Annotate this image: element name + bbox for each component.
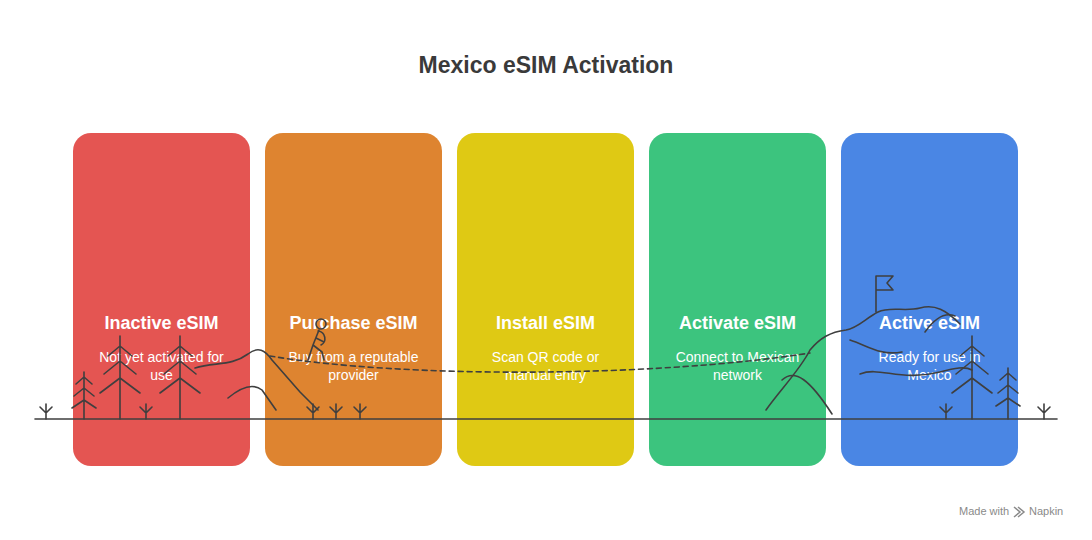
step-box: Purchase eSIM Buy from a reputable provid… — [265, 133, 442, 466]
watermark-text: Napkin — [1029, 505, 1063, 517]
step-heading: Purchase eSIM — [265, 313, 442, 334]
step-box: Active eSIM Ready for use in Mexico — [841, 133, 1018, 466]
watermark-logo — [1014, 507, 1024, 517]
step-description: Ready for use in Mexico — [860, 348, 1000, 384]
plant-symbol — [1038, 404, 1050, 419]
step-description: Not yet activated for use — [92, 348, 232, 384]
step-description: Connect to Mexican network — [668, 348, 808, 384]
step-heading: Active eSIM — [841, 313, 1018, 334]
step-box: Install eSIM Scan QR code or manual entry — [457, 133, 634, 466]
diagram-title: Mexico eSIM Activation — [0, 52, 1092, 79]
step-box: Inactive eSIM Not yet activated for use — [73, 133, 250, 466]
step-heading: Activate eSIM — [649, 313, 826, 334]
step-description: Scan QR code or manual entry — [476, 348, 616, 384]
watermark-text: Made with — [959, 505, 1009, 517]
step-heading: Install eSIM — [457, 313, 634, 334]
plant-symbol — [40, 404, 52, 419]
step-heading: Inactive eSIM — [73, 313, 250, 334]
step-description: Buy from a reputable provider — [284, 348, 424, 384]
step-box: Activate eSIM Connect to Mexican network — [649, 133, 826, 466]
